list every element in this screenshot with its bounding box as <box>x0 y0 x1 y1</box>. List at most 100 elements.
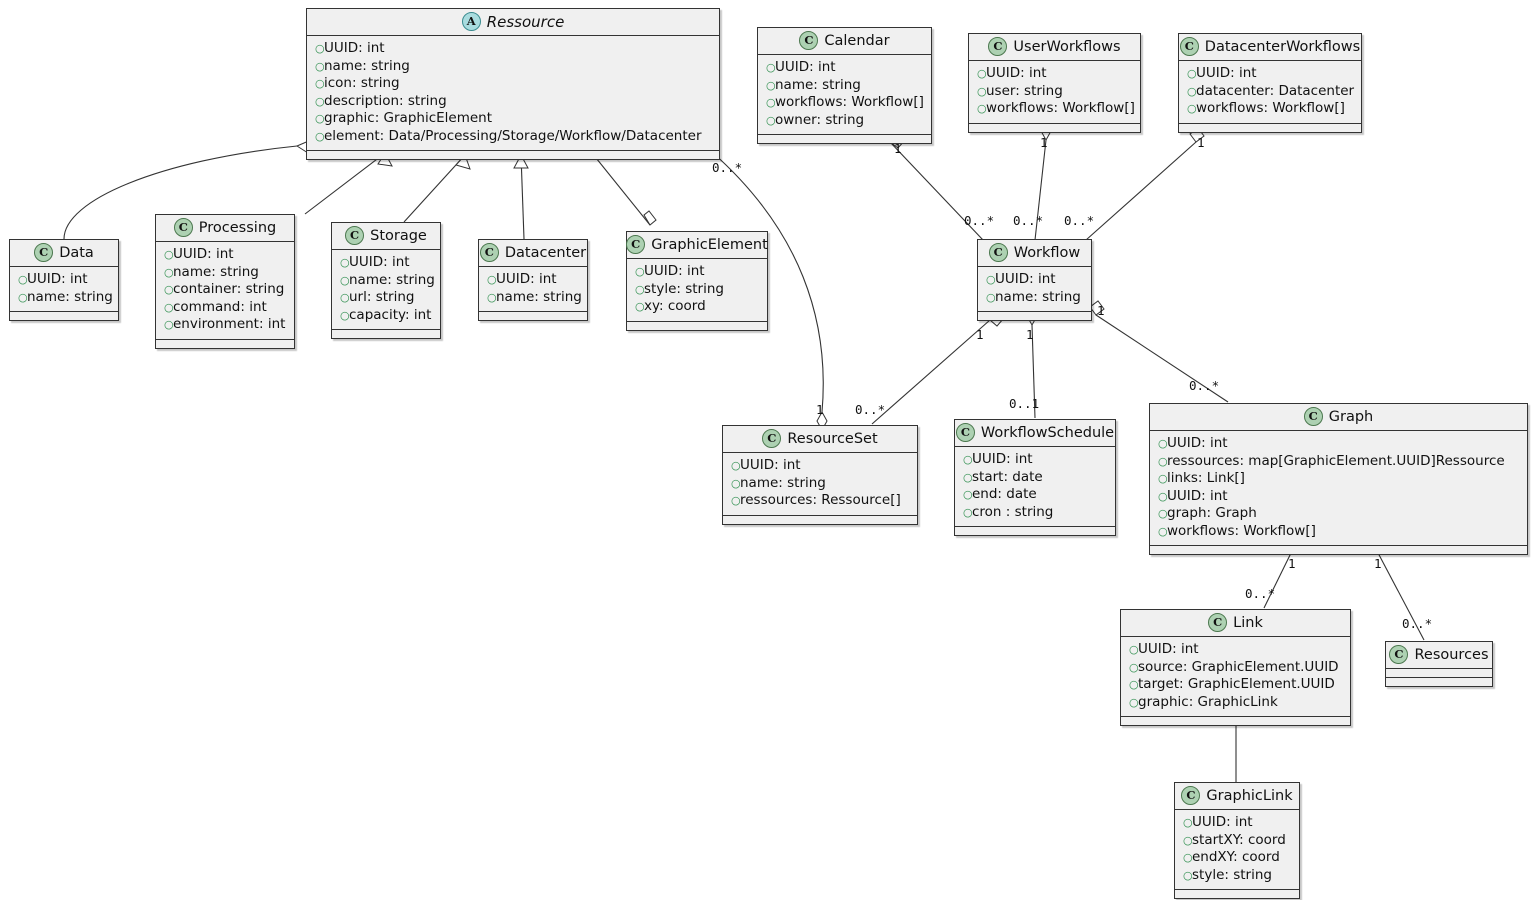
attribute-row: ○UUID: int <box>731 457 801 473</box>
class-attributes-graph: ○UUID: int ○ressources: map[GraphicEleme… <box>1150 430 1527 545</box>
multiplicity-label: 0..* <box>964 213 995 228</box>
visibility-public-icon: ○ <box>731 494 741 507</box>
class-box-datacenter[interactable]: C Datacenter ○UUID: int ○name: string <box>478 239 588 321</box>
attribute-row: ○description: string <box>315 92 447 109</box>
attribute-row: ○endXY: coord <box>1183 849 1280 865</box>
class-box-resources[interactable]: C Resources <box>1385 641 1493 687</box>
multiplicity-label: 1 <box>1288 556 1296 571</box>
visibility-public-icon: ○ <box>1187 84 1197 98</box>
attribute-row: ○element: Data/Processing/Storage/Workfl… <box>315 127 702 144</box>
class-box-datacenterworkflows[interactable]: C DatacenterWorkflows ○UUID: int ○datace… <box>1178 33 1362 133</box>
visibility-public-icon: ○ <box>1129 695 1139 709</box>
class-box-data[interactable]: C Data ○UUID: int ○name: string <box>9 239 119 321</box>
class-name-workflow: Workflow <box>1013 244 1081 261</box>
visibility-public-icon: ○ <box>315 112 325 125</box>
class-box-storage[interactable]: C Storage ○UUID: int ○name: string ○url:… <box>331 222 441 339</box>
attribute-row: ○name: string <box>766 76 861 93</box>
class-header-datacenterworkflows: C DatacenterWorkflows <box>1179 34 1361 60</box>
class-icon: C <box>173 218 193 237</box>
class-box-processing[interactable]: C Processing ○UUID: int ○name: string ○c… <box>155 214 295 349</box>
visibility-public-icon: ○ <box>731 459 741 472</box>
class-header-graphiclink: C GraphicLink <box>1175 783 1299 809</box>
class-name-workflowschedule: WorkflowSchedule <box>980 424 1115 441</box>
class-methods-link <box>1121 716 1350 725</box>
visibility-public-icon: ○ <box>164 283 174 296</box>
class-header-userworkflows: C UserWorkflows <box>969 34 1140 60</box>
class-header-calendar: C Calendar <box>758 28 931 54</box>
visibility-public-icon: ○ <box>315 42 325 55</box>
class-box-graphicelement[interactable]: C GraphicElement ○UUID: int ○style: stri… <box>626 231 768 331</box>
class-header-datacenter: C Datacenter <box>479 240 587 266</box>
attribute-row: ○UUID: int <box>635 263 705 279</box>
attribute-row: ○UUID: int <box>1158 487 1228 504</box>
multiplicity-label: 1 <box>1374 556 1382 571</box>
class-name-resourceset: ResourceSet <box>787 430 878 447</box>
class-name-userworkflows: UserWorkflows <box>1013 38 1121 55</box>
class-box-calendar[interactable]: C Calendar ○UUID: int ○name: string ○wor… <box>757 27 932 144</box>
class-box-userworkflows[interactable]: C UserWorkflows ○UUID: int ○user: string… <box>968 33 1141 133</box>
class-name-storage: Storage <box>370 227 427 244</box>
visibility-public-icon: ○ <box>1187 67 1197 80</box>
class-icon: C <box>1208 613 1228 632</box>
attribute-row: ○name: string <box>731 474 826 491</box>
class-header-workflowschedule: C WorkflowSchedule <box>955 420 1115 446</box>
class-header-resources: C Resources <box>1386 642 1492 668</box>
attribute-row: ○graph: Graph <box>1158 505 1257 521</box>
visibility-public-icon: ○ <box>164 248 174 261</box>
multiplicity-label: 0..* <box>1402 616 1433 631</box>
attribute-row: ○UUID: int <box>164 246 234 262</box>
class-methods-data <box>10 311 118 320</box>
class-icon: C <box>988 37 1008 56</box>
visibility-public-icon: ○ <box>1158 437 1168 450</box>
visibility-public-icon: ○ <box>963 505 973 519</box>
class-methods-resourceset <box>723 514 917 524</box>
class-methods-resources <box>1386 677 1492 686</box>
attribute-row: ○UUID: int <box>340 254 410 270</box>
visibility-public-icon: ○ <box>766 78 776 92</box>
visibility-public-icon: ○ <box>766 61 776 74</box>
class-header-processing: C Processing <box>156 215 294 241</box>
class-box-resourceset[interactable]: C ResourceSet ○UUID: int ○name: string ○… <box>722 425 918 525</box>
class-box-graph[interactable]: C Graph ○UUID: int ○ressources: map[Grap… <box>1149 403 1528 555</box>
attribute-row: ○end: date <box>963 486 1037 502</box>
visibility-public-icon: ○ <box>963 453 973 466</box>
visibility-public-icon: ○ <box>1129 643 1139 656</box>
class-methods-storage <box>332 329 440 338</box>
class-attributes-graphiclink: ○UUID: int ○startXY: coord ○endXY: coord… <box>1175 809 1299 889</box>
class-box-ressource[interactable]: A Ressource ○UUID: int ○name: string ○ic… <box>306 8 720 160</box>
class-box-graphiclink[interactable]: C GraphicLink ○UUID: int ○startXY: coord… <box>1174 782 1300 899</box>
class-icon: C <box>626 235 646 254</box>
class-box-link[interactable]: C Link ○UUID: int ○source: GraphicElemen… <box>1120 609 1351 726</box>
class-box-workflowschedule[interactable]: C WorkflowSchedule ○UUID: int ○start: da… <box>954 419 1116 536</box>
visibility-public-icon: ○ <box>1183 851 1193 864</box>
visibility-public-icon: ○ <box>731 476 741 490</box>
class-icon: C <box>762 429 782 448</box>
attribute-row: ○start: date <box>963 468 1043 485</box>
visibility-public-icon: ○ <box>164 265 174 279</box>
visibility-public-icon: ○ <box>315 94 325 108</box>
attribute-row: ○UUID: int <box>18 271 88 287</box>
class-header-graphicelement: C GraphicElement <box>626 232 768 258</box>
multiplicity-label: 0..* <box>855 402 886 417</box>
attribute-row: ○style: string <box>635 280 724 297</box>
class-name-graphicelement: GraphicElement <box>651 236 768 253</box>
class-methods-ressource <box>307 150 719 159</box>
class-name-graph: Graph <box>1328 408 1374 425</box>
attribute-row: ○UUID: int <box>1129 641 1199 657</box>
class-methods-graphiclink <box>1175 889 1299 898</box>
visibility-public-icon: ○ <box>164 318 174 331</box>
attribute-row: ○UUID: int <box>977 65 1047 81</box>
multiplicity-label: 0..* <box>1064 213 1095 228</box>
class-attributes-storage: ○UUID: int ○name: string ○url: string ○c… <box>332 249 440 329</box>
class-icon: C <box>1179 37 1199 56</box>
attribute-row: ○UUID: int <box>986 271 1056 287</box>
class-methods-calendar <box>758 134 931 143</box>
attribute-row: ○workflows: Workflow[] <box>977 100 1135 116</box>
class-box-workflow[interactable]: C Workflow ○UUID: int ○name: string <box>977 239 1092 321</box>
class-attributes-workflowschedule: ○UUID: int ○start: date ○end: date ○cron… <box>955 446 1115 526</box>
attribute-row: ○command: int <box>164 298 267 315</box>
attribute-row: ○owner: string <box>766 111 865 128</box>
class-attributes-ressource: ○UUID: int ○name: string ○icon: string ○… <box>307 35 719 150</box>
class-icon: C <box>1389 645 1409 664</box>
multiplicity-label: 0..* <box>1189 378 1220 393</box>
